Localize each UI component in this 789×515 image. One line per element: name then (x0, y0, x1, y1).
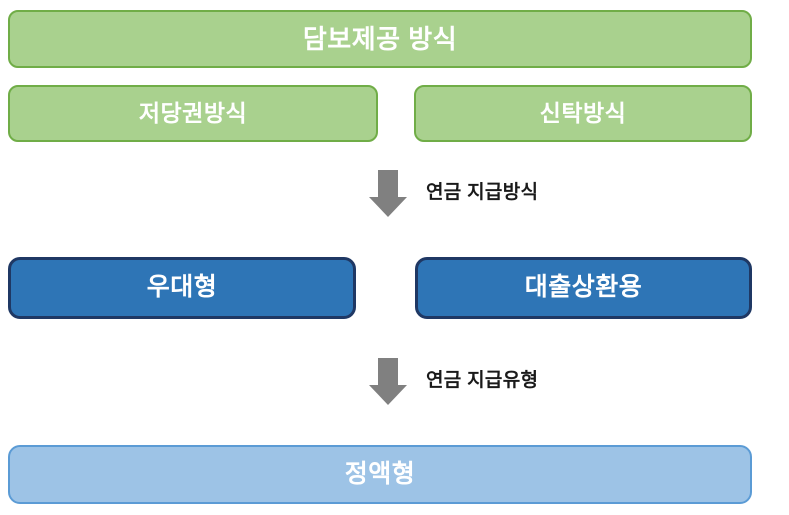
node-collateral-method-title: 담보제공 방식 (8, 10, 752, 68)
connector-payment-type: 연금 지급유형 (369, 358, 538, 405)
node-label: 우대형 (146, 273, 218, 302)
connector-label: 연금 지급방식 (426, 182, 539, 203)
node-label: 저당권방식 (138, 99, 248, 126)
down-arrow-icon (369, 358, 407, 405)
node-label: 신탁방식 (539, 99, 627, 126)
connector-label: 연금 지급유형 (426, 370, 539, 391)
connector-payment-method: 연금 지급방식 (369, 170, 538, 217)
node-label: 담보제공 방식 (302, 23, 458, 54)
node-label: 정액형 (344, 459, 416, 488)
node-loan-repayment-type: 대출상환용 (415, 257, 752, 319)
node-trust-method: 신탁방식 (414, 85, 752, 142)
node-mortgage-method: 저당권방식 (8, 85, 378, 142)
node-preferential-type: 우대형 (8, 257, 356, 319)
node-fixed-amount-type: 정액형 (8, 445, 752, 504)
down-arrow-icon (369, 170, 407, 217)
node-label: 대출상환용 (524, 273, 643, 302)
